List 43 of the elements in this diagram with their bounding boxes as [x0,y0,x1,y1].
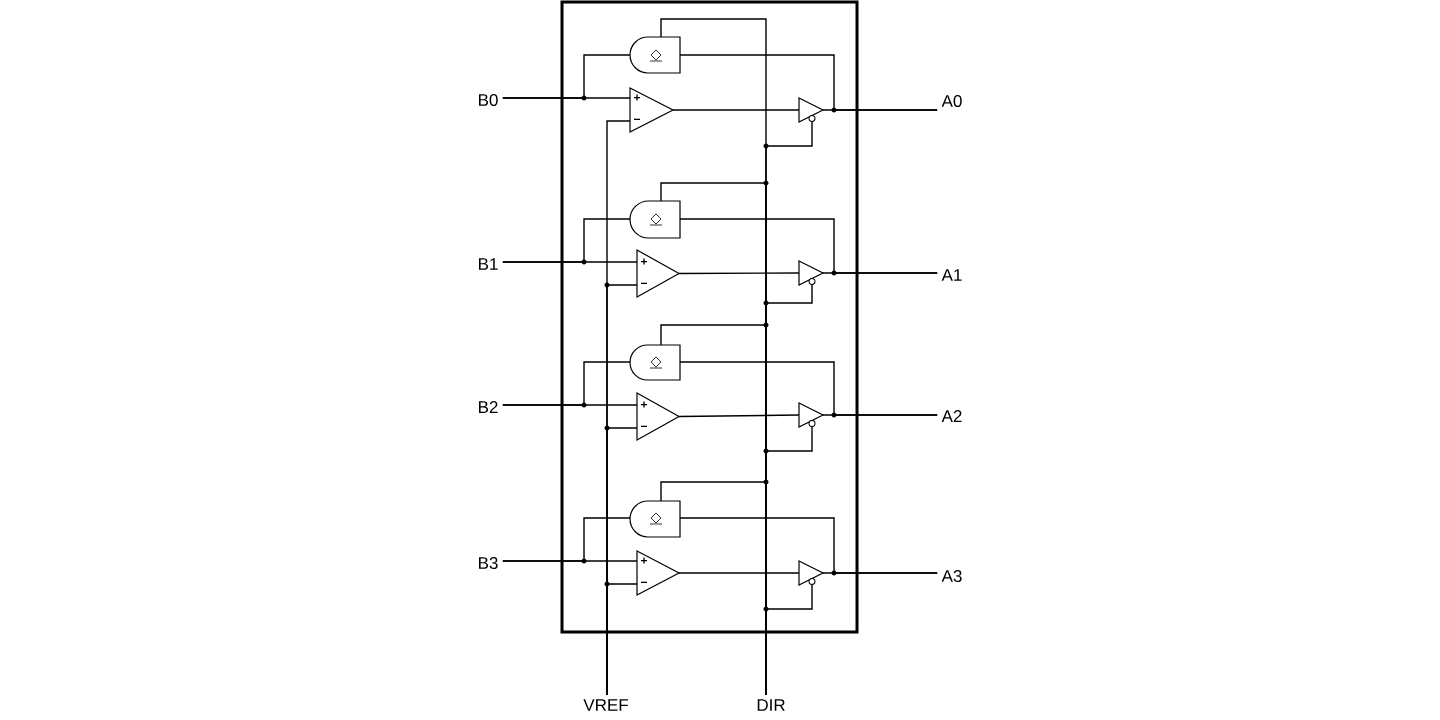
pin-label: A3 [941,570,962,582]
wire [822,272,938,274]
wire [822,414,938,416]
and-gate [629,200,681,239]
pin-sign: + [641,401,648,408]
wire [672,109,800,111]
pin-sign: − [641,282,648,284]
comparator [629,87,675,133]
wire [678,572,800,574]
pin-sign: − [641,425,648,427]
wire [502,218,631,263]
pin-label: DIR [757,699,785,711]
pin-label: A0 [941,95,962,107]
tristate-buffer [798,97,825,123]
pin-sign: + [634,94,641,101]
wire [678,414,800,418]
pin-sign: + [641,258,648,265]
pin-label: B3 [479,557,498,569]
tristate-buffer [798,560,825,586]
and-gate [629,36,681,74]
tristate-buffer [798,402,825,428]
pin-sign: − [641,581,648,583]
and-gate [629,344,681,381]
wire [765,584,813,696]
wire [822,109,938,111]
pin-label: VREF [583,699,628,711]
chip-outline [560,0,859,634]
pin-label: A1 [941,269,962,281]
pin-label: B0 [479,94,498,106]
pin-label: A2 [941,410,962,422]
tristate-buffer [798,260,825,286]
wire [502,517,631,562]
comparator [636,550,681,596]
wire [606,583,638,696]
wire [678,272,800,275]
pin-label: B1 [479,258,498,270]
pin-sign: + [641,557,648,564]
wire [502,361,631,406]
pin-sign: − [634,118,641,120]
pin-label: B2 [479,401,498,413]
wire [822,572,938,574]
and-gate [629,500,681,538]
wire [502,54,631,99]
